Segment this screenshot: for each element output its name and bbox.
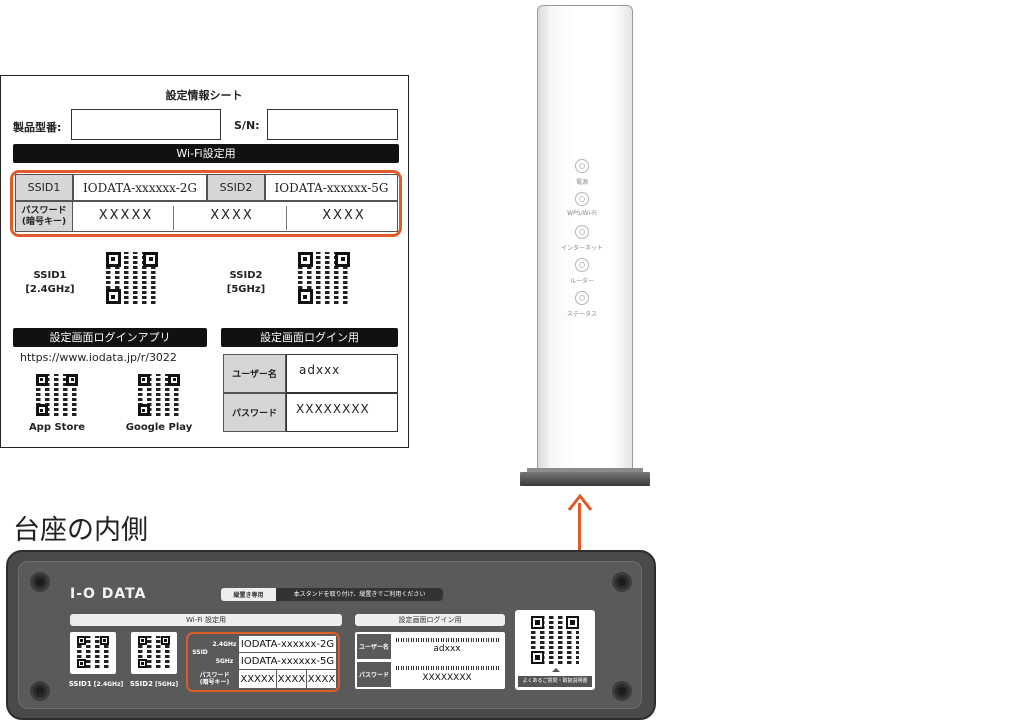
base-qr-code-ssid1: [77, 636, 109, 668]
qr-code-ssid1: [106, 252, 158, 304]
brand-logo: I-O DATA: [70, 586, 147, 602]
qr-ssid1-caption: SSID1 [2.4GHz]: [25, 269, 75, 297]
base-password-part-1: XXXXX: [239, 670, 276, 688]
ssid1-label: SSID1: [15, 174, 73, 201]
qr-ssid2-caption-line2: [5GHz]: [226, 284, 266, 295]
vertical-use-text: 本スタンドを取り付け、縦置きでご利用ください: [276, 588, 443, 601]
password-divider-2: [286, 206, 287, 230]
base-caption: 台座の内側: [13, 515, 148, 546]
app-store-label: App Store: [28, 422, 86, 433]
base-password-part-3: XXXX: [307, 670, 336, 688]
router-led-icon: [575, 258, 589, 272]
password-label: パスワード (暗号キー): [15, 201, 73, 232]
qr-ssid1-caption-line2: [2.4GHz]: [25, 284, 75, 295]
base-qr1-label: SSID1 [2.4GHz]: [66, 680, 126, 688]
base-qr2-label-band: [5GHz]: [154, 681, 179, 688]
base-username-barcode: [396, 638, 500, 642]
qr-code-google-play: [138, 374, 180, 416]
base-qr1-label-main: SSID1: [68, 680, 92, 688]
wifi-settings-header: Wi-Fi設定用: [13, 144, 399, 163]
base-login-header: 設定画面ログイン用: [355, 614, 505, 626]
arrow-up-icon: [567, 493, 593, 511]
router-led-label: ルーター: [569, 278, 594, 285]
password-part-3: XXXX: [322, 208, 366, 223]
ssid1-value: IODATA-xxxxxx-2G: [73, 174, 207, 201]
screw-icon: [612, 681, 632, 701]
login-app-header: 設定画面ログインアプリ: [13, 328, 207, 347]
qr-code-app-store: [36, 374, 78, 416]
serial-number-field: [267, 109, 398, 140]
faq-label: よくあるご質問・取扱説明書: [518, 676, 592, 687]
base-password-label-line1: パスワード: [199, 672, 230, 679]
status-led-label: ステータス: [566, 311, 597, 318]
base-password-part-2: XXXX: [277, 670, 306, 688]
arrow-shaft: [578, 503, 581, 551]
screw-icon: [612, 572, 632, 592]
wps-wifi-led-icon: [575, 192, 589, 206]
qr-code-ssid2: [298, 252, 350, 304]
vertical-use-notice: 縦置き専用 本スタンドを取り付け、縦置きでご利用ください: [221, 588, 443, 601]
username-value: adxxx: [286, 354, 398, 393]
username-label: ユーザー名: [223, 354, 286, 393]
router-stand-top: [527, 468, 643, 474]
base-password-label-line2: (暗号キー): [199, 679, 230, 686]
google-play-label: Google Play: [125, 422, 193, 433]
vertical-use-tag: 縦置き専用: [233, 592, 264, 599]
screw-icon: [30, 681, 50, 701]
password-label-line1: パスワード: [21, 205, 67, 216]
ssid2-label: SSID2: [207, 174, 265, 201]
serial-number-label: S/N:: [234, 119, 260, 132]
password-row: [73, 201, 398, 232]
internet-led-icon: [575, 225, 589, 239]
base-password-value: XXXXXXXX: [422, 673, 472, 683]
base-password-label: パスワード (暗号キー): [190, 670, 239, 688]
wifi-highlight-frame: [10, 170, 402, 237]
password-divider-1: [173, 206, 174, 230]
base-band-5g: 5GHz: [210, 653, 239, 669]
base-qr2-label-main: SSID2: [129, 680, 153, 688]
base-username-value: adxxx: [433, 644, 461, 654]
base-password-barcode: [396, 666, 500, 670]
login-password-label: パスワード: [223, 393, 286, 432]
model-number-label: 製品型番:: [13, 121, 62, 134]
base-qr1-label-band: [2.4GHz]: [93, 681, 124, 688]
ssid2-value: IODATA-xxxxxx-5G: [265, 174, 398, 201]
base-ssid2-value: IODATA-xxxxxx-5G: [239, 653, 336, 669]
base-ssid1-value: IODATA-xxxxxx-2G: [239, 636, 336, 652]
password-part-2: XXXX: [210, 208, 254, 223]
password-part-1: XXXXX: [98, 208, 154, 223]
router-stand: [520, 472, 650, 486]
wps-wifi-led-label: WPS/Wi-Fi: [567, 210, 597, 217]
settings-info-sheet: 設定情報シート 製品型番: S/N: Wi-Fi設定用 SSID1 IODATA…: [0, 75, 409, 448]
base-ssid-label: SSID: [190, 636, 210, 669]
base-band-2g: 2.4GHz: [210, 636, 239, 652]
screw-icon: [30, 572, 50, 592]
base-username-label: ユーザー名: [357, 634, 391, 659]
base-qr2-label: SSID2 [5GHz]: [126, 680, 182, 688]
base-password-label-login: パスワード: [357, 662, 391, 687]
faq-pointer-icon: [552, 668, 560, 672]
status-led-icon: [575, 291, 589, 305]
qr-ssid2-caption-line1: SSID2: [229, 270, 263, 281]
qr-ssid1-caption-line1: SSID1: [33, 270, 67, 281]
qr-ssid2-caption: SSID2 [5GHz]: [221, 269, 271, 297]
internet-led-label: インターネット: [560, 245, 603, 252]
base-qr-code-ssid2: [138, 636, 170, 668]
power-led-icon: [575, 159, 589, 173]
password-label-line2: (暗号キー): [21, 216, 67, 227]
model-number-field: [71, 109, 221, 140]
power-led-label: 電源: [575, 179, 588, 186]
sheet-title: 設定情報シート: [165, 89, 243, 102]
faq-qr-code: [531, 616, 579, 664]
login-info-header: 設定画面ログイン用: [221, 328, 398, 347]
login-app-url: https://www.iodata.jp/r/3022: [20, 351, 177, 364]
login-password-value: XXXXXXXX: [286, 393, 398, 432]
base-wifi-header: Wi-Fi 設定用: [70, 614, 342, 626]
base-wifi-highlight-frame: [186, 632, 340, 692]
router-body: [537, 5, 633, 473]
